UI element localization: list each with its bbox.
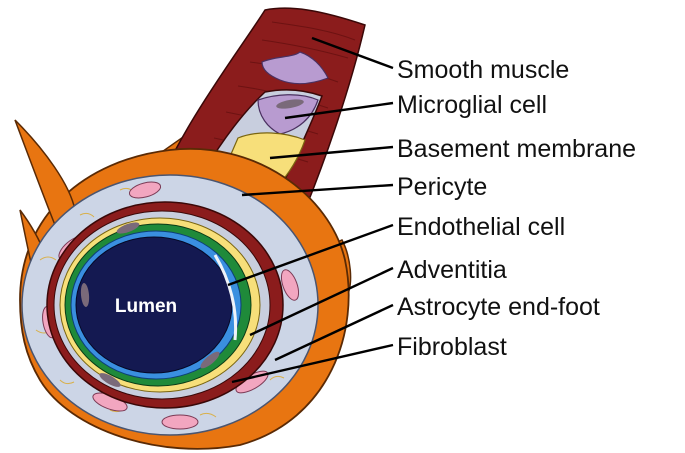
label-pericyte: Pericyte	[397, 173, 487, 201]
labels: Smooth muscle Microglial cell Basement m…	[397, 56, 636, 361]
microglia-surface-patch	[261, 51, 329, 85]
lumen-label: Lumen	[115, 296, 177, 317]
ring-nuclei	[80, 222, 220, 387]
microglia-nucleus	[276, 99, 304, 109]
label-microglial-cell: Microglial cell	[397, 91, 547, 119]
adventitia-fibers	[35, 187, 285, 418]
tube-join	[213, 254, 238, 341]
lumen	[75, 236, 233, 374]
label-fibroblast: Fibroblast	[397, 333, 507, 361]
microglial-cell-shape	[257, 94, 319, 135]
label-smooth-muscle: Smooth muscle	[397, 56, 569, 84]
label-adventitia: Adventitia	[397, 256, 507, 284]
astrocyte-spike-left	[14, 119, 76, 227]
label-basement-membrane: Basement membrane	[397, 135, 636, 163]
label-astrocyte-end-foot: Astrocyte end-foot	[397, 293, 600, 321]
label-endothelial-cell: Endothelial cell	[397, 213, 565, 241]
leader-lines	[227, 36, 394, 384]
